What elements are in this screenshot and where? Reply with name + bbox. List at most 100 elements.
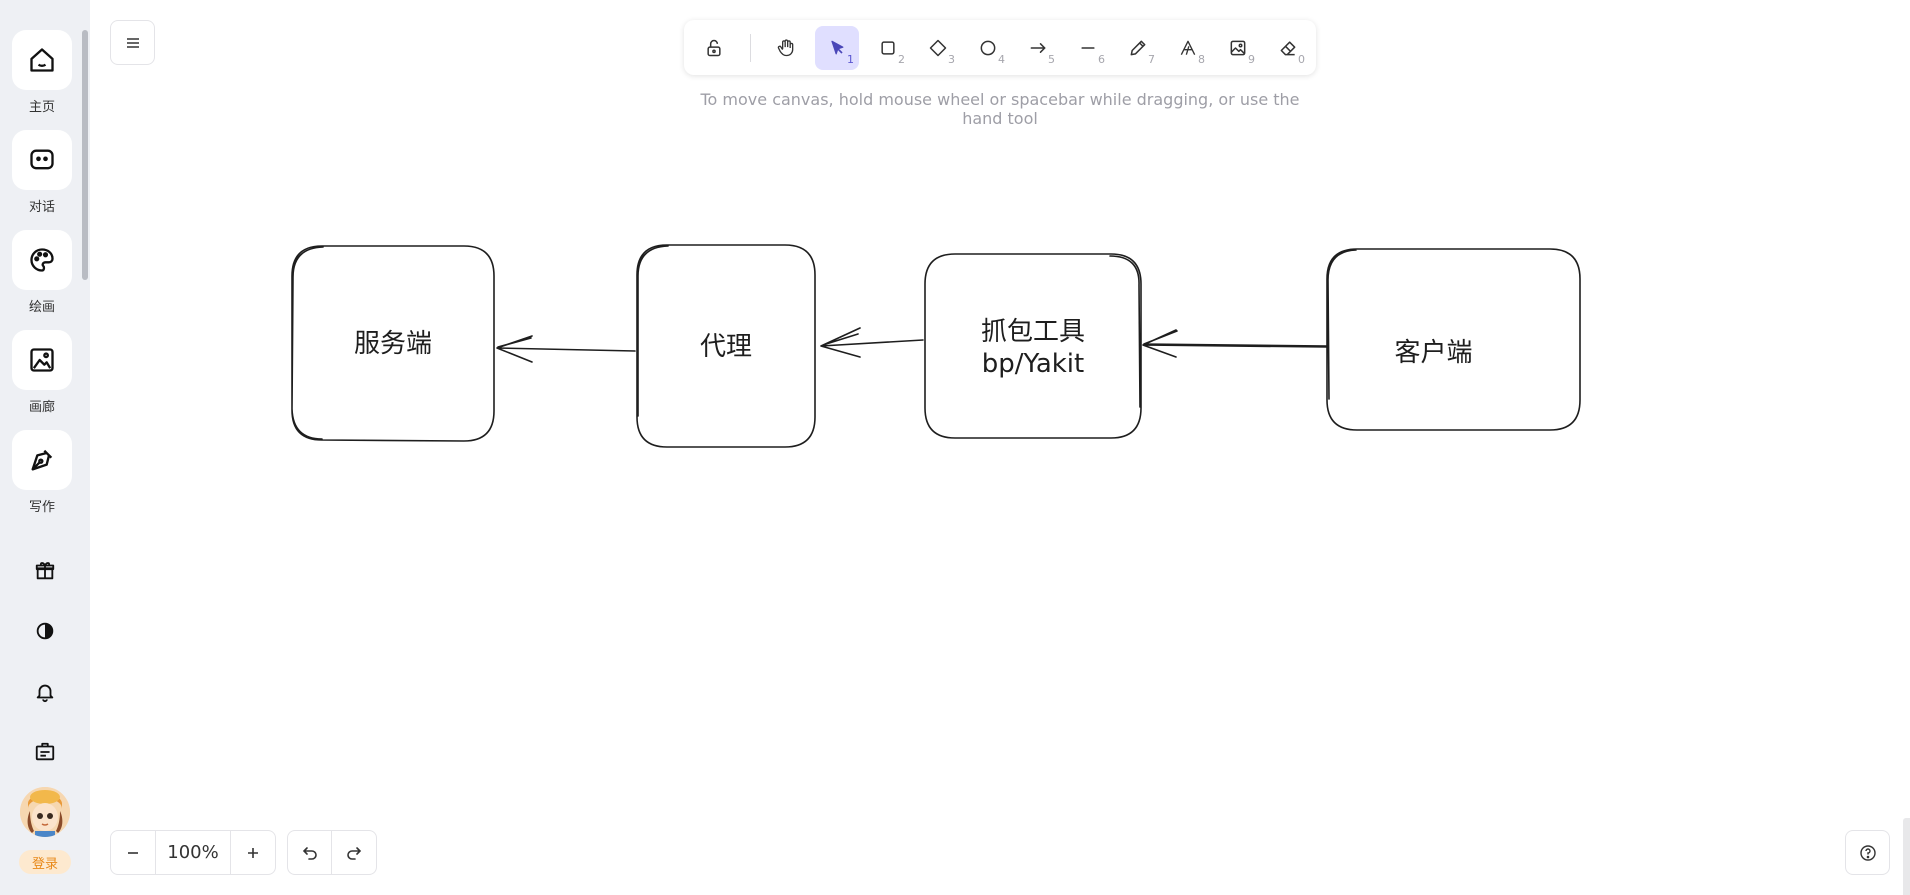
sidebar-item-write[interactable]: 写作 (12, 430, 72, 515)
help-button[interactable] (1845, 830, 1890, 875)
sidebar-item-label: 画廊 (28, 400, 55, 415)
id-card-icon (35, 742, 55, 761)
right-edge-panel (1903, 818, 1910, 895)
sidebar-item-label: 对话 (28, 200, 55, 215)
left-sidebar: 主页 对话 绘画 画廊 写作 (0, 0, 90, 895)
arrow-client-to-capture[interactable] (1142, 329, 1328, 358)
avatar-illustration (20, 787, 70, 837)
eraser-icon (1280, 41, 1296, 56)
notifications-button[interactable] (30, 677, 60, 707)
chat-tile[interactable] (12, 130, 72, 190)
shortcut-label: 5 (1048, 53, 1055, 66)
lock-open-icon (707, 39, 721, 57)
sidebar-item-chat[interactable]: 对话 (12, 130, 72, 215)
shortcut-label: 2 (898, 53, 905, 66)
shortcut-label: 1 (847, 53, 854, 66)
pencil-icon (1130, 40, 1146, 56)
pointer-icon (831, 40, 844, 55)
tool-arrow[interactable]: 5 (1016, 26, 1060, 70)
node-client-label: 客户端 (1394, 338, 1473, 368)
zoom-controls: 100% (110, 830, 276, 875)
sidebar-scrollbar[interactable] (82, 30, 88, 280)
rectangle-icon (881, 41, 895, 55)
write-tile[interactable] (12, 430, 72, 490)
home-tile[interactable] (12, 30, 72, 90)
node-client-shape[interactable] (1326, 248, 1581, 431)
gift-icon (35, 562, 55, 580)
sidebar-item-home[interactable]: 主页 (12, 30, 72, 115)
shortcut-label: 7 (1148, 53, 1155, 66)
theme-contrast-icon (36, 622, 54, 640)
shape-toolbar: 1 2 3 4 5 6 7 8 (684, 20, 1316, 75)
tool-image[interactable]: 9 (1216, 26, 1260, 70)
arrow-icon (1030, 43, 1046, 53)
shortcut-label: 0 (1298, 53, 1305, 66)
history-controls (287, 830, 377, 875)
node-server-label: 服务端 (353, 329, 432, 359)
tool-ellipse[interactable]: 4 (966, 26, 1010, 70)
shortcut-label: 6 (1098, 53, 1105, 66)
tool-hand[interactable] (764, 26, 808, 70)
login-button[interactable]: 登录 (19, 850, 71, 874)
redo-icon (347, 846, 362, 860)
gallery-tile[interactable] (12, 330, 72, 390)
bell-icon (36, 684, 54, 703)
shortcut-label: 8 (1198, 53, 1205, 66)
pen-icon (31, 449, 53, 471)
node-capture-label: 抓包工具 (980, 317, 1085, 347)
arrow-capture-to-proxy[interactable] (820, 327, 924, 358)
zoom-out-button[interactable] (111, 831, 155, 874)
id-card-button[interactable] (30, 737, 60, 767)
sidebar-item-gallery[interactable]: 画廊 (12, 330, 72, 415)
shortcut-label: 9 (1248, 53, 1255, 66)
text-icon (1180, 40, 1196, 55)
tool-eraser[interactable]: 0 (1266, 26, 1310, 70)
node-proxy-label: 代理 (699, 332, 752, 362)
minus-icon (128, 851, 138, 854)
home-icon (30, 48, 54, 72)
sidebar-item-paint[interactable]: 绘画 (12, 230, 72, 315)
gallery-icon (30, 348, 54, 372)
sidebar-item-label: 主页 (28, 100, 55, 115)
line-icon (1081, 47, 1095, 49)
node-capture-shape[interactable] (924, 253, 1142, 439)
help-icon (1859, 844, 1876, 861)
tool-text[interactable]: 8 (1166, 26, 1210, 70)
ellipse-icon (980, 40, 996, 56)
hamburger-icon (126, 37, 139, 48)
sidebar-item-label: 绘画 (28, 300, 55, 315)
undo-button[interactable] (288, 831, 332, 874)
palette-icon (30, 248, 54, 272)
gift-button[interactable] (30, 556, 60, 586)
shortcut-label: 3 (948, 53, 955, 66)
node-proxy-shape[interactable] (636, 244, 816, 448)
tool-selection[interactable]: 1 (815, 26, 859, 70)
toolbar-divider (750, 34, 751, 62)
tool-rectangle[interactable]: 2 (866, 26, 910, 70)
hand-icon (777, 39, 794, 57)
avatar[interactable] (20, 787, 70, 837)
paint-tile[interactable] (12, 230, 72, 290)
tool-draw[interactable]: 7 (1116, 26, 1160, 70)
theme-toggle-button[interactable] (30, 616, 60, 646)
diamond-icon (929, 39, 947, 57)
main-menu-button[interactable] (110, 20, 155, 65)
undo-icon (302, 846, 317, 860)
node-server-shape[interactable] (291, 245, 495, 442)
plus-icon (248, 847, 258, 858)
image-icon (1230, 40, 1246, 56)
shortcut-label: 4 (998, 53, 1005, 66)
sidebar-item-label: 写作 (28, 500, 55, 515)
tool-line[interactable]: 6 (1066, 26, 1110, 70)
tool-diamond[interactable]: 3 (916, 26, 960, 70)
arrow-proxy-to-server[interactable] (496, 335, 636, 363)
chat-icon (30, 149, 54, 170)
zoom-in-button[interactable] (231, 831, 275, 874)
node-capture-sublabel: bp/Yakit (981, 349, 1085, 379)
zoom-level-button[interactable]: 100% (155, 831, 231, 874)
tool-lock[interactable] (692, 26, 736, 70)
redo-button[interactable] (332, 831, 376, 874)
canvas-hint: To move canvas, hold mouse wheel or spac… (700, 90, 1300, 128)
